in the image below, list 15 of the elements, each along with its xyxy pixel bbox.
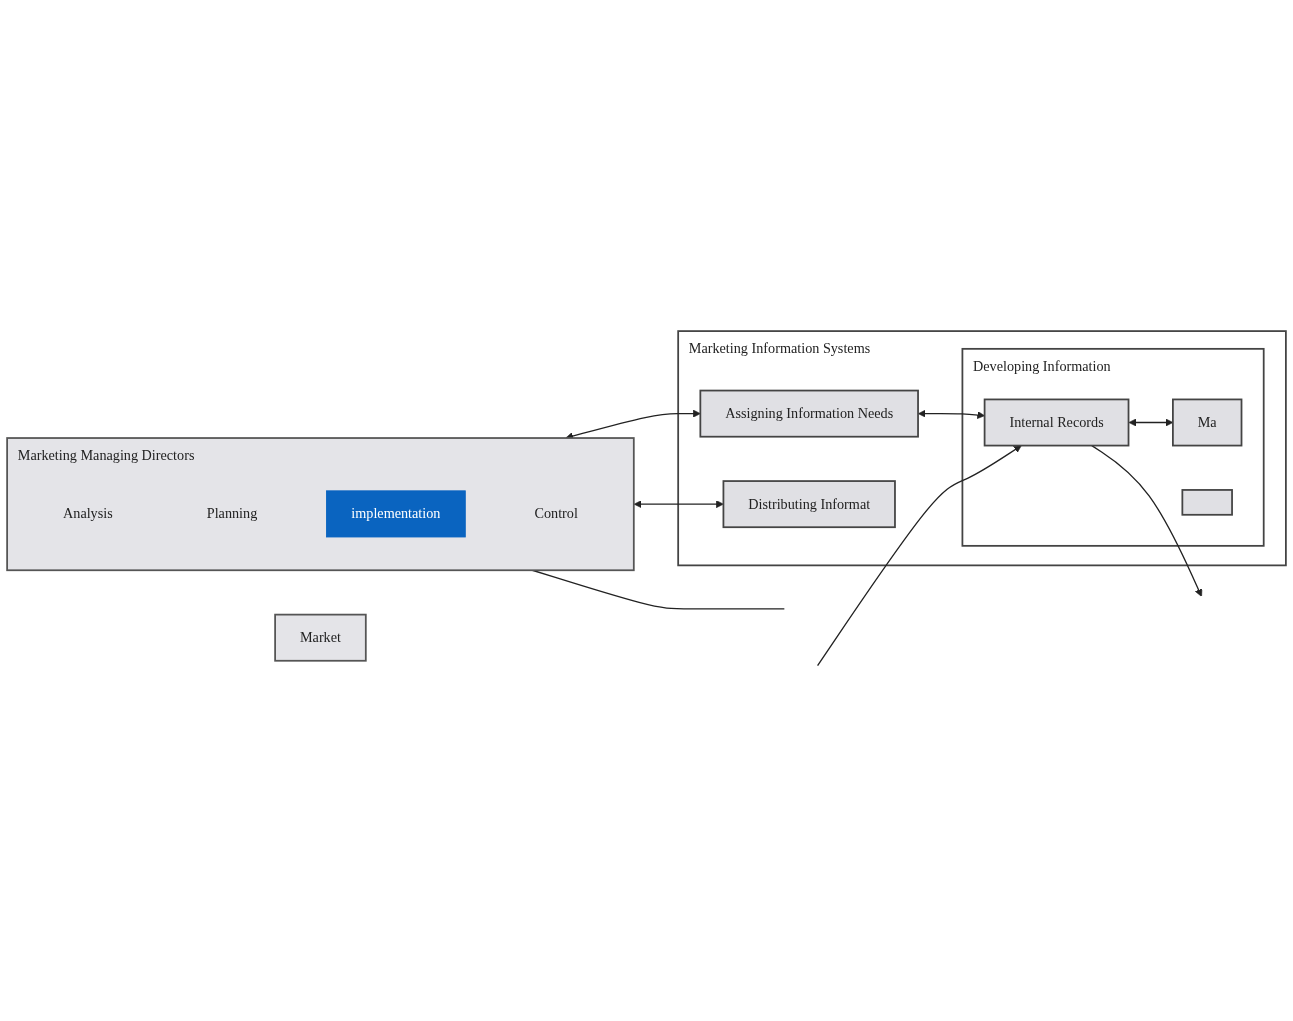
node-box: Distributing Informat xyxy=(722,479,896,528)
arrow xyxy=(918,409,985,419)
node-box xyxy=(1181,488,1233,516)
node-box: Market xyxy=(274,613,367,662)
arrow xyxy=(1091,444,1203,597)
connector xyxy=(531,569,785,610)
arrow xyxy=(816,444,1022,666)
node-text: Analysis xyxy=(63,505,113,521)
node-text: Control xyxy=(534,505,578,521)
node-text: Planning xyxy=(206,505,258,521)
node-box: implementation xyxy=(326,490,466,538)
node-box: Ma xyxy=(1172,398,1243,447)
arrow xyxy=(633,499,724,508)
node-box: Internal Records xyxy=(983,398,1130,447)
node-box: Assigning Information Needs xyxy=(699,389,919,438)
